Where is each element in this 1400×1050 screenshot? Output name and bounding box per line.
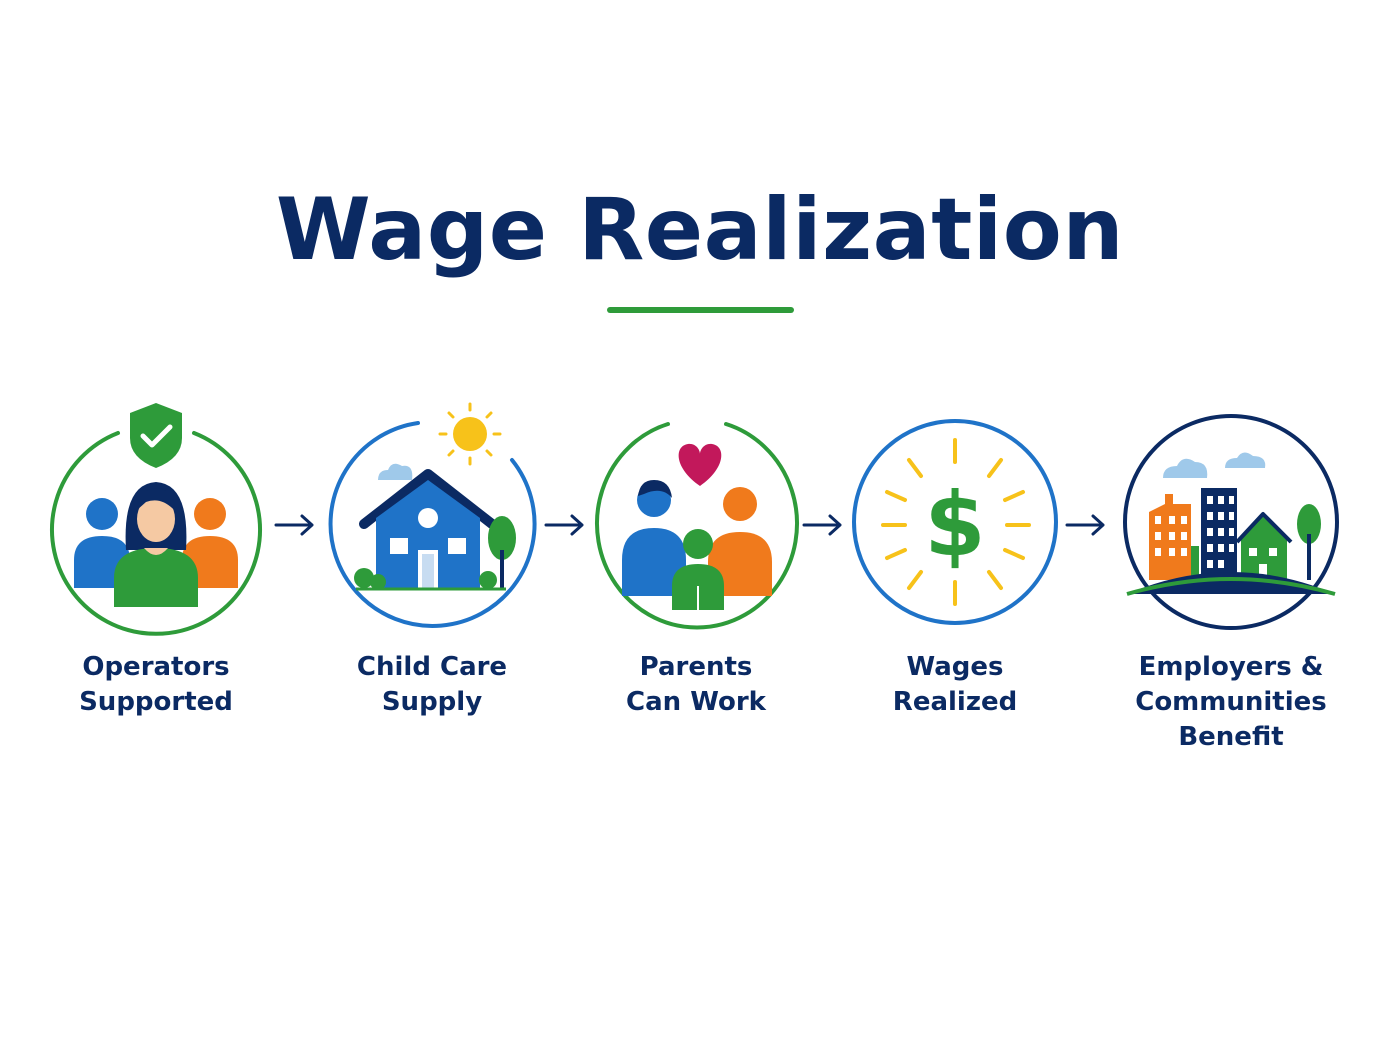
- step-child-care-supply: Child Care Supply: [292, 400, 572, 730]
- family-heart-icon: [595, 422, 799, 630]
- step-label: Parents Can Work: [556, 650, 836, 720]
- step-label: Operators Supported: [16, 650, 296, 720]
- childcare-house-sun-icon: [328, 402, 537, 628]
- step-label-line1: Employers &: [1138, 652, 1324, 682]
- step-wages-realized: $ Wages Realized: [815, 400, 1095, 730]
- operators-people-shield-icon: [50, 403, 262, 636]
- step-label-line1: Parents: [639, 652, 753, 682]
- step-parents-can-work: Parents Can Work: [556, 400, 836, 730]
- step-label-line2: Realized: [892, 687, 1018, 717]
- step-label-line1: Operators: [82, 652, 230, 682]
- title-underline: [607, 307, 794, 313]
- step-label-line2: Supply: [381, 687, 483, 717]
- step-label: Child Care Supply: [292, 650, 572, 720]
- arrow-right-icon: [802, 514, 842, 536]
- step-operators-supported: Operators Supported: [16, 400, 296, 730]
- step-label-line1: Wages: [906, 652, 1004, 682]
- arrow-right-icon: [274, 514, 314, 536]
- dollar-sign-icon: $: [852, 419, 1058, 625]
- page-title: Wage Realization: [275, 180, 1125, 280]
- step-label: Wages Realized: [815, 650, 1095, 720]
- step-employers-communities-benefit: Employers & Communities Benefit: [1091, 400, 1371, 752]
- step-label-line1: Child Care: [356, 652, 508, 682]
- arrow-right-icon: [544, 514, 584, 536]
- step-label-line2: Can Work: [626, 687, 766, 717]
- arrow-right-icon: [1065, 514, 1105, 536]
- step-label-line2: Communities Benefit: [1135, 687, 1327, 752]
- city-buildings-icon: [1123, 414, 1339, 630]
- step-label: Employers & Communities Benefit: [1091, 650, 1371, 755]
- svg-text:$: $: [924, 473, 985, 576]
- step-label-line2: Supported: [79, 687, 233, 717]
